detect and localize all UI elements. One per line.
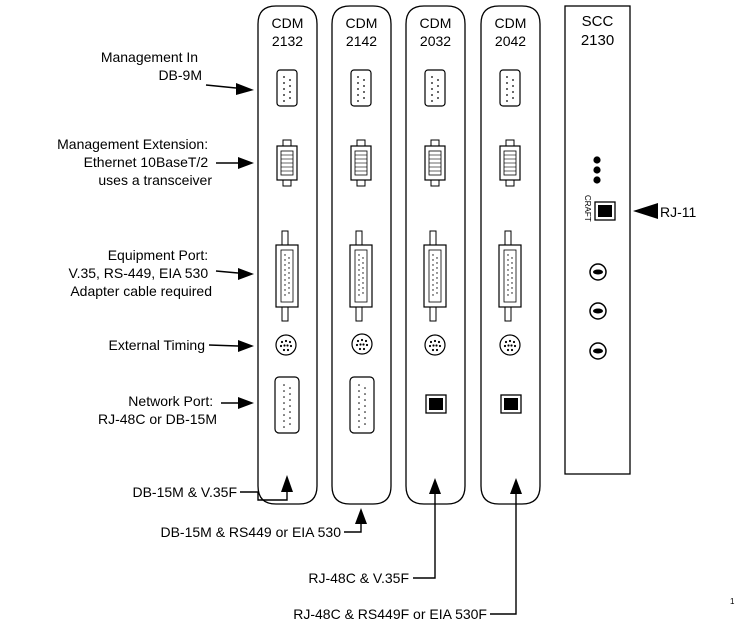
bottom-arrows (240, 475, 522, 615)
db9-connector (424, 69, 446, 107)
craft-label: CRAFT (583, 195, 592, 222)
ethernet-connector (276, 139, 298, 187)
bottom-label-2132: DB-15M & V.35F (132, 484, 237, 500)
status-dot (593, 176, 601, 184)
scc-number: 2130 (581, 32, 614, 49)
svg-text:Management Extension: Ethe: Management Extension: Ethernet 10BaseT/2… (57, 136, 212, 188)
card-2142-number: 2142 (346, 33, 377, 49)
rj11-arrow (633, 203, 658, 219)
card-2032-number: 2032 (420, 33, 451, 49)
indicator-led (589, 302, 607, 320)
mgmt-ext-label-1: Management Extension: (57, 136, 208, 152)
mgmt-ext-label-3: uses a transceiver (98, 172, 212, 188)
svg-text:Equipment Port: V.35, RS-4: Equipment Port: V.35, RS-449, EIA 530 Ad… (69, 247, 212, 299)
card-2032-model: CDM (420, 15, 452, 31)
equipment-label-2: V.35, RS-449, EIA 530 (69, 265, 209, 281)
db9-connector (350, 69, 372, 107)
status-dot (593, 156, 601, 164)
network-label-2: RJ-48C or DB-15M (98, 411, 217, 427)
db15-network-connector (349, 376, 375, 434)
mgmt-in-label-1: Management In (101, 49, 198, 65)
ethernet-connector (350, 139, 372, 187)
indicator-led (589, 342, 607, 360)
timing-connector (424, 334, 446, 356)
svg-text:Network Port: RJ-48C or DB: Network Port: RJ-48C or DB-15M (98, 393, 217, 427)
rj48c-network-connector (425, 394, 447, 414)
equipment-port-connector (423, 230, 447, 322)
indicator-led (589, 263, 607, 281)
card-2142-model: CDM (346, 15, 378, 31)
bottom-label-2042: RJ-48C & RS449F or EIA 530F (293, 606, 487, 622)
bottom-label-2142: DB-15M & RS449 or EIA 530 (160, 524, 341, 540)
network-label-1: Network Port: (128, 393, 213, 409)
svg-text:External Timing: External Timing (109, 337, 205, 353)
scc-card-outline (564, 5, 631, 475)
ethernet-connector (499, 139, 521, 187)
equipment-label-1: Equipment Port: (108, 247, 208, 263)
rj11-craft-port (594, 201, 616, 221)
status-dot (593, 166, 601, 174)
rj11-label: RJ-11 (660, 204, 697, 220)
card-2132-number: 2132 (272, 33, 303, 49)
mgmt-in-label-2: DB-9M (158, 67, 202, 83)
db9-connector (276, 69, 298, 107)
bottom-label-2032: RJ-48C & V.35F (308, 570, 409, 586)
equipment-port-connector (275, 230, 299, 322)
svg-text:Management In DB-9M: Management In DB-9M (101, 49, 202, 83)
timing-connector (499, 334, 521, 356)
equipment-port-connector (498, 230, 522, 322)
db9-connector (499, 69, 521, 107)
db15-network-connector (274, 376, 300, 434)
left-arrows (205, 83, 254, 409)
scc-model: SCC (582, 13, 614, 30)
timing-label: External Timing (109, 337, 205, 353)
equipment-port-connector (349, 230, 373, 322)
page-mark: 1 (730, 597, 735, 606)
equipment-label-3: Adapter cable required (70, 283, 212, 299)
ethernet-connector (424, 139, 446, 187)
timing-connector (275, 334, 297, 356)
card-2132-model: CDM (272, 15, 304, 31)
card-2042-model: CDM (495, 15, 527, 31)
rj48c-network-connector (500, 394, 522, 414)
timing-connector (351, 333, 373, 355)
mgmt-ext-label-2: Ethernet 10BaseT/2 (84, 154, 209, 170)
card-2042-number: 2042 (495, 33, 526, 49)
